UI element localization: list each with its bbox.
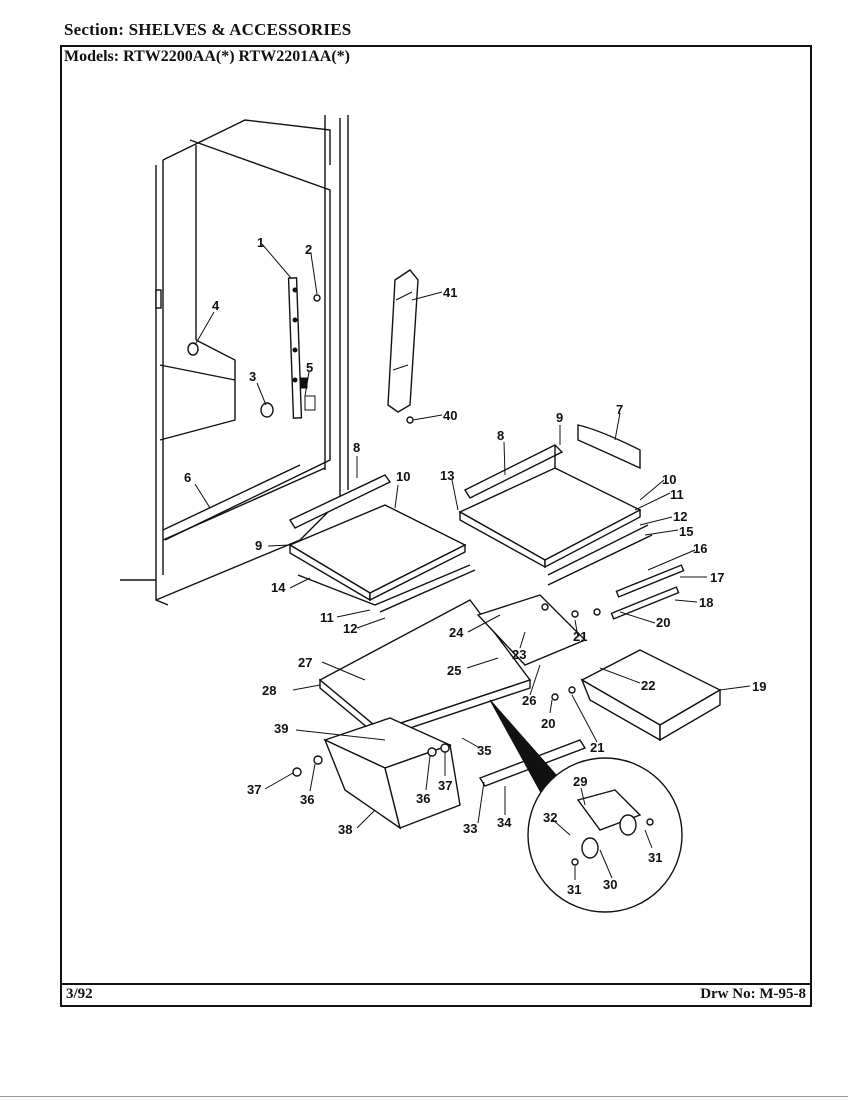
- callout-24: 24: [449, 625, 464, 640]
- models-value: RTW2200AA(*) RTW2201AA(*): [123, 48, 350, 65]
- callout-14: 14: [271, 580, 286, 595]
- models-label: Models:: [64, 48, 120, 65]
- callout-40: 40: [443, 408, 457, 423]
- callout-20-lower: 20: [541, 716, 555, 731]
- callout-13: 13: [440, 468, 454, 483]
- callout-11-left: 11: [320, 610, 334, 625]
- cabinet-drawing: [120, 115, 349, 606]
- detail-inset: [489, 699, 683, 913]
- callout-26: 26: [522, 693, 536, 708]
- shelf-trim-left: [288, 474, 392, 529]
- callout-36-right: 36: [416, 791, 430, 806]
- center-bracket: [476, 594, 587, 666]
- callout-33: 33: [463, 821, 477, 836]
- callout-22: 22: [641, 678, 655, 693]
- duct-cover: [387, 269, 419, 424]
- callout-12-right: 12: [673, 509, 687, 524]
- shelf-ladder: [187, 277, 321, 419]
- left-glass-shelf: [288, 504, 476, 613]
- callout-3: 3: [249, 369, 256, 384]
- callout-37-left: 37: [247, 782, 261, 797]
- callout-8-right: 8: [497, 428, 504, 443]
- callout-18: 18: [699, 595, 713, 610]
- right-glass-shelf: [458, 424, 653, 586]
- leader-lines: [194, 243, 751, 880]
- callout-10-right: 10: [662, 472, 676, 487]
- callout-labels: 1 2 3 4 5 6 8 9 10 14 11 12 41 40 8 9 7 …: [184, 235, 766, 897]
- callout-12-left: 12: [343, 621, 357, 636]
- callout-5: 5: [306, 360, 313, 375]
- callout-25: 25: [447, 663, 461, 678]
- callout-7: 7: [616, 402, 623, 417]
- callout-36-left: 36: [300, 792, 314, 807]
- callout-4: 4: [212, 298, 220, 313]
- callout-30: 30: [603, 877, 617, 892]
- callout-31-left: 31: [567, 882, 581, 897]
- callout-9-right: 9: [556, 410, 563, 425]
- footer-box: [60, 983, 812, 1007]
- diagram-frame: [60, 45, 812, 985]
- section-value: SHELVES & ACCESSORIES: [128, 20, 352, 39]
- callout-19: 19: [752, 679, 766, 694]
- callout-37-right: 37: [438, 778, 452, 793]
- callout-21-lower: 21: [590, 740, 604, 755]
- callout-6: 6: [184, 470, 191, 485]
- callout-11-right: 11: [670, 487, 684, 502]
- callout-34: 34: [497, 815, 512, 830]
- right-drawer: [580, 649, 722, 742]
- callout-15: 15: [679, 524, 693, 539]
- callout-35: 35: [477, 743, 491, 758]
- callout-38: 38: [338, 822, 352, 837]
- callout-17: 17: [710, 570, 724, 585]
- section-label: Section:: [64, 20, 125, 39]
- callout-1: 1: [257, 235, 264, 250]
- callout-9-left: 9: [255, 538, 262, 553]
- callout-27: 27: [298, 655, 312, 670]
- callout-39: 39: [274, 721, 288, 736]
- models-header: Models: RTW2200AA(*) RTW2201AA(*): [64, 48, 350, 66]
- page-bottom-rule: [0, 1096, 848, 1097]
- shelf-trim-right: [463, 444, 564, 499]
- crisper-cover: [318, 599, 532, 740]
- callout-41: 41: [443, 285, 457, 300]
- callout-2: 2: [305, 242, 312, 257]
- left-drawer: [323, 717, 461, 830]
- callout-20-upper: 20: [656, 615, 670, 630]
- section-header: Section: SHELVES & ACCESSORIES: [64, 20, 351, 40]
- callout-29: 29: [573, 774, 587, 789]
- callout-28: 28: [262, 683, 276, 698]
- callout-10-left: 10: [396, 469, 410, 484]
- callout-32: 32: [543, 810, 557, 825]
- footer-date: 3/92: [66, 986, 93, 1002]
- callout-16: 16: [693, 541, 707, 556]
- callout-31-right: 31: [648, 850, 662, 865]
- drawing-number: Drw No: M-95-8: [700, 986, 806, 1002]
- callout-23: 23: [512, 647, 526, 662]
- callout-8-left: 8: [353, 440, 360, 455]
- callout-21-upper: 21: [573, 629, 587, 644]
